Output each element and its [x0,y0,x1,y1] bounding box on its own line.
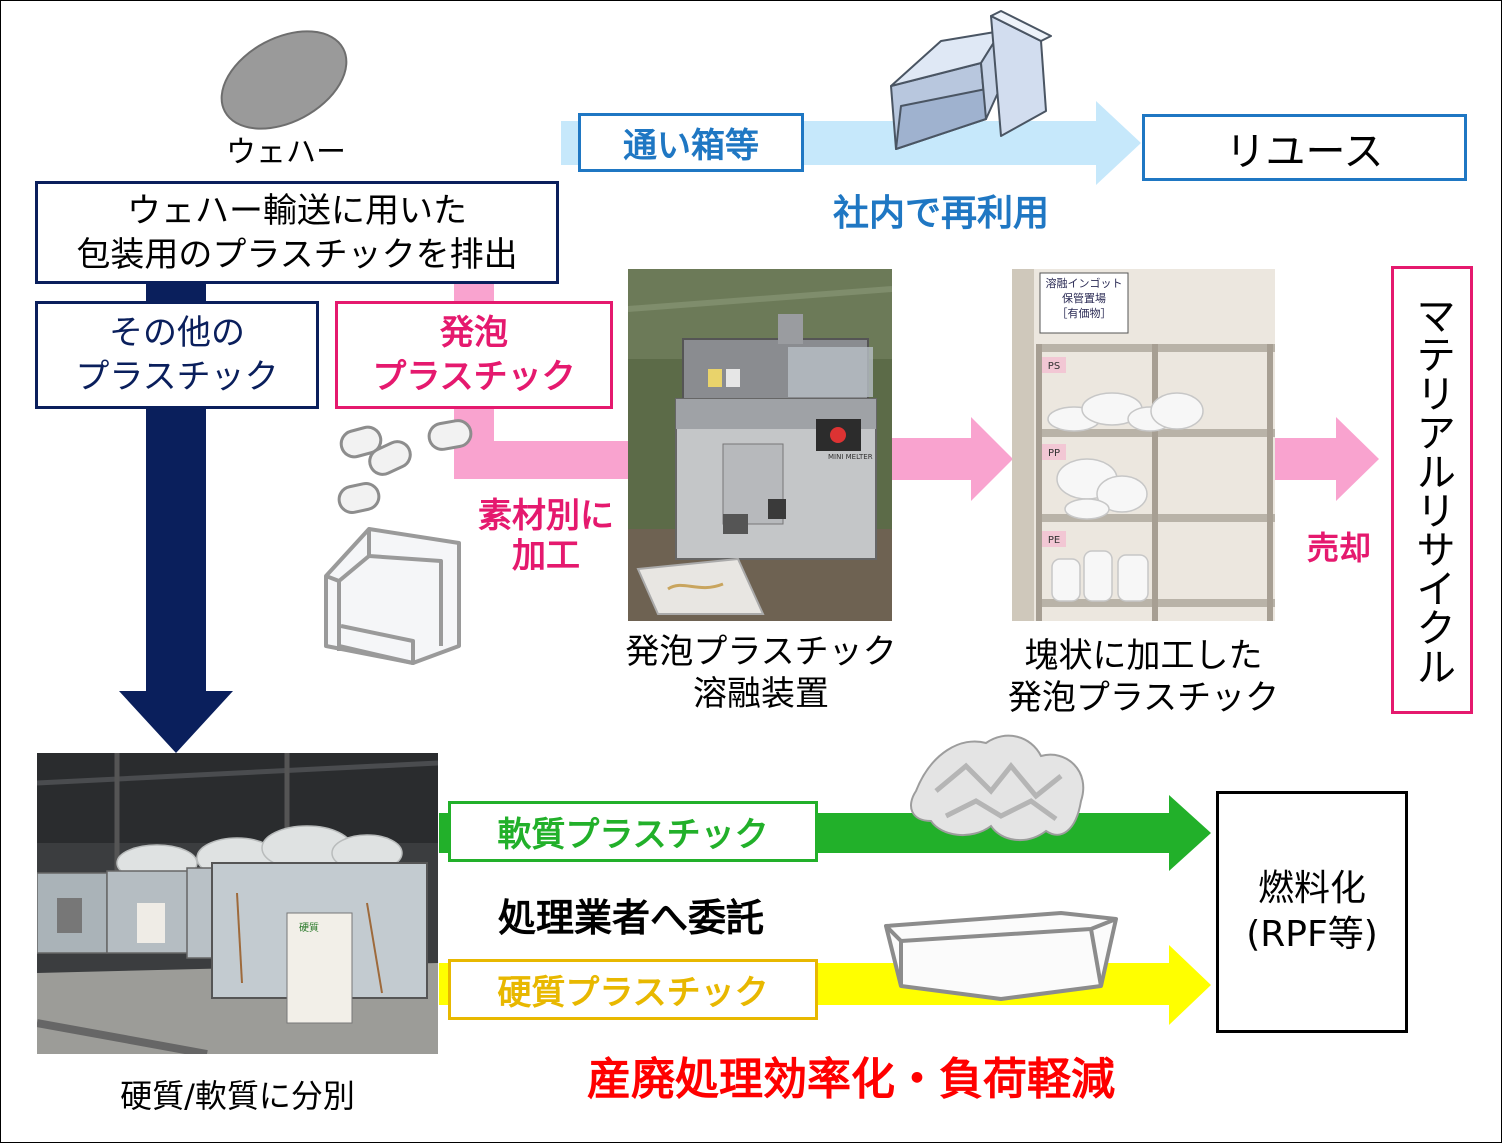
foam-plastic-box: 発泡 プラスチック [335,301,613,409]
foam-plastic-line-1: 発泡 [440,313,508,353]
melter-caption-line-1: 発泡プラスチック [625,632,897,672]
efficiency-caption: 産廃処理効率化・負荷軽減 [587,1054,1115,1105]
ingot-caption: 塊状に加工した 発泡プラスチック [971,635,1316,719]
process-caption-line-1: 素材別に [478,496,614,536]
melter-caption-line-2: 溶融装置 [693,674,829,714]
reuse-result-box: リユース [1142,114,1467,181]
fuel-line-1: 燃料化 [1257,868,1366,909]
melter-photo-drawing: MINI MELTER [628,269,892,621]
wafer-shape [220,30,348,130]
soft-plastic-illustration [910,734,1085,842]
separation-caption: 硬質/軟質に分別 [120,1077,355,1115]
container-tag: 硬質 [299,921,319,934]
container-photo-drawing: 硬質 [37,753,438,1054]
material-recycling-label: マテリアルリサイクル [1409,295,1455,685]
process-by-material-caption: 素材別に 加工 [456,496,636,576]
soft-plastic-box: 軟質プラスチック [448,801,818,862]
melter-tag: MINI MELTER [828,453,873,461]
fuel-line-2: (RPF等) [1246,914,1378,955]
ingot-to-recycle-arrow [1274,417,1379,501]
fuel-box: 燃料化 (RPF等) [1216,791,1408,1033]
ingot-caption-line-2: 発泡プラスチック [1007,678,1280,718]
contractor-caption: 処理業者へ委託 [497,896,764,940]
reuse-caption: 社内で再利用 [832,193,1049,234]
shelf-sign-line-1: 溶融インゴット [1046,276,1123,290]
ingot-shelf-photo: 溶融インゴット 保管置場 ［有価物］ PS PP PE [1012,269,1275,621]
ingot-shelf-drawing: 溶融インゴット 保管置場 ［有価物］ PS PP PE [1012,269,1275,621]
shelf-sign-line-3: ［有価物］ [1057,306,1112,320]
reusable-box-label: 通い箱等 [578,113,804,172]
hard-plastic-illustration [884,911,1118,1001]
other-plastic-box: その他の プラスチック [35,301,319,409]
melter-to-ingot-arrow [891,417,1013,501]
foam-block-illustration [324,527,461,665]
container-photo: 硬質 [37,753,438,1054]
other-plastic-line-2: プラスチック [75,357,279,397]
shelf-sign-line-2: 保管置場 [1062,291,1106,305]
shelf-tag-pp: PP [1048,448,1060,459]
wafer-label: ウェハー [226,135,346,170]
shelf-tag-pe: PE [1048,535,1060,546]
foam-plastic-line-2: プラスチック [372,357,576,397]
melter-photo: MINI MELTER [628,269,892,621]
ingot-caption-line-1: 塊状に加工した [1024,636,1263,676]
plastic-discharge-box: ウェハー輸送に用いた 包装用のプラスチックを排出 [35,181,559,284]
hard-plastic-box: 硬質プラスチック [448,959,818,1020]
shelf-tag-ps: PS [1048,361,1060,372]
sale-caption: 売却 [1306,529,1371,567]
other-plastic-line-1: その他の [109,313,245,353]
plastic-discharge-line-1: ウェハー輸送に用いた [127,190,467,231]
foam-beads-illustration [337,419,473,514]
box-illustration [890,10,1052,150]
material-recycling-box: マテリアルリサイクル [1391,266,1473,714]
process-caption-line-2: 加工 [512,536,580,576]
plastic-discharge-line-2: 包装用のプラスチックを排出 [76,234,518,275]
melter-caption: 発泡プラスチック 溶融装置 [591,631,931,715]
foam-to-melter-arrow [454,441,629,479]
